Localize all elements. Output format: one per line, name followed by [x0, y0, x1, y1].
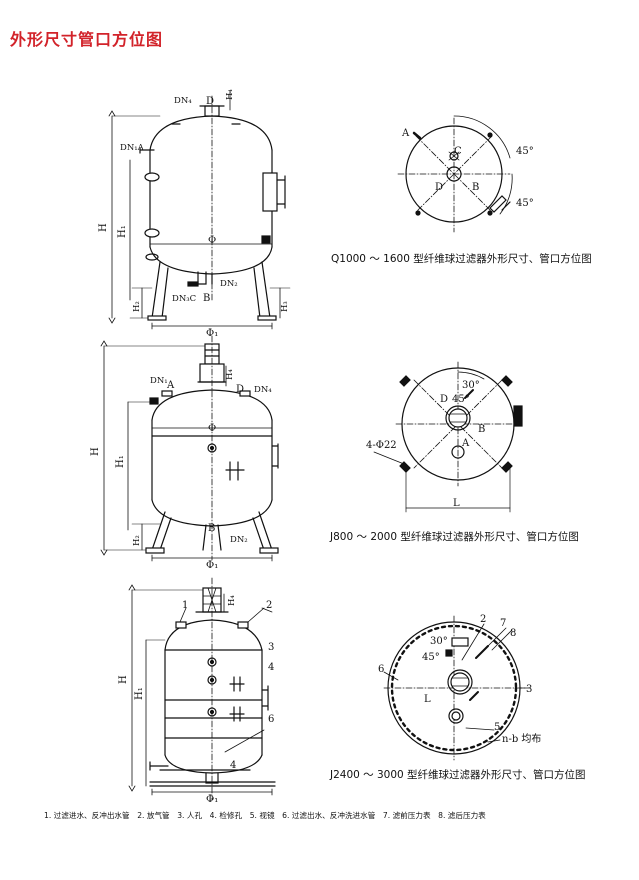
label-h3: H₃ — [280, 301, 290, 312]
label-dn1a: DN₁A — [120, 143, 145, 153]
plan2-label-a: A — [461, 438, 470, 449]
plan3-label-l: L — [424, 694, 431, 705]
j800-label-dn2: DN₂ — [230, 535, 248, 545]
j800-elevation — [100, 335, 279, 562]
j2400-label-h1: H₁ — [134, 687, 145, 700]
plan3-label-5: 5 — [494, 722, 500, 733]
j2400-plan — [383, 615, 531, 761]
j2400-label-1: 1 — [182, 600, 188, 611]
plan1-label-d: D — [435, 182, 443, 193]
j2400-label-2: 2 — [266, 600, 272, 611]
j2400-label-4-top: 4 — [268, 662, 274, 673]
plan2-label-d: D — [440, 394, 448, 405]
j800-label-phi1: Φ₁ — [206, 560, 218, 571]
q-plan — [397, 115, 513, 233]
plan3-angle-45: 45° — [422, 652, 440, 663]
j800-label-h: H — [90, 447, 101, 456]
label-h4: H₄ — [225, 89, 235, 100]
plan3-label-8: 8 — [510, 628, 516, 639]
plan3-label-2: 2 — [480, 614, 486, 625]
j800-label-h4: H₄ — [225, 369, 235, 380]
plan1-label-a: A — [401, 128, 410, 139]
j800-plan — [373, 361, 523, 513]
label-h: H — [98, 223, 109, 232]
plan3-label-7: 7 — [500, 618, 506, 629]
plan3-label-3: 3 — [526, 684, 532, 695]
plan2-label-l: L — [453, 498, 460, 509]
label-dn3c: DN₃C — [172, 294, 196, 304]
j2400-label-phi1: Φ₁ — [206, 794, 218, 805]
legend-text: 1. 过滤进水、反冲出水管 2. 放气管 3. 人孔 4. 检修孔 5. 视镜 … — [44, 810, 486, 820]
j800-label-b: B — [208, 523, 215, 534]
plan2-angle-45: 45° — [452, 394, 470, 405]
caption-j2400: J2400 ～ 3000 型纤维球过滤器外形尺寸、管口方位图 — [329, 768, 586, 781]
label-phi: Φ — [208, 235, 216, 246]
plan1-label-b: B — [472, 182, 479, 193]
label-dn4: DN₄ — [174, 96, 192, 106]
j800-label-dn1: DN₁ — [150, 376, 168, 386]
j2400-label-4-bottom: 4 — [230, 760, 236, 771]
plan1-angle-45-top: 45° — [516, 146, 534, 157]
j800-label-dn4: DN₄ — [254, 385, 272, 395]
j2400-label-6: 6 — [268, 714, 274, 725]
j800-label-phi: Φ — [208, 423, 216, 434]
label-d: D — [206, 96, 214, 107]
plan3-label-nb: n-b 均布 — [502, 733, 541, 745]
caption-q: Q1000 ～ 1600 型纤维球过滤器外形尺寸、管口方位图 — [331, 252, 592, 265]
page-title: 外形尺寸管口方位图 — [10, 30, 164, 49]
j2400-label-3: 3 — [268, 642, 274, 653]
label-h1: H₁ — [117, 225, 128, 238]
plan2-label-b: B — [478, 424, 485, 435]
plan3-label-6: 6 — [378, 664, 384, 675]
plan1-label-c: C — [454, 146, 462, 157]
j800-label-a: A — [166, 380, 175, 391]
j2400-label-h: H — [118, 675, 129, 684]
plan2-angle-30: 30° — [462, 380, 480, 391]
label-dn2: DN₂ — [220, 279, 238, 289]
label-b: B — [203, 293, 210, 304]
j2400-elevation — [128, 577, 276, 801]
plan1-angle-45-bottom: 45° — [516, 198, 534, 209]
q-elevation — [108, 91, 291, 330]
j800-label-h1: H₁ — [115, 455, 126, 468]
caption-j800: J800 ～ 2000 型纤维球过滤器外形尺寸、管口方位图 — [329, 530, 579, 543]
j2400-label-h4: H₄ — [227, 595, 237, 606]
label-h2: H₂ — [132, 301, 142, 312]
j800-label-h2: H₂ — [132, 535, 142, 546]
plan2-label-4phi22: 4-Φ22 — [366, 440, 397, 451]
plan3-angle-30: 30° — [430, 636, 448, 647]
drawing-labels: DN₄ D H₄ DN₁A H H₁ Φ DN₂ DN₃C B H₂ H₃ Φ₁… — [44, 89, 592, 820]
label-phi1: Φ₁ — [206, 328, 218, 339]
j800-label-d: D — [236, 384, 244, 395]
